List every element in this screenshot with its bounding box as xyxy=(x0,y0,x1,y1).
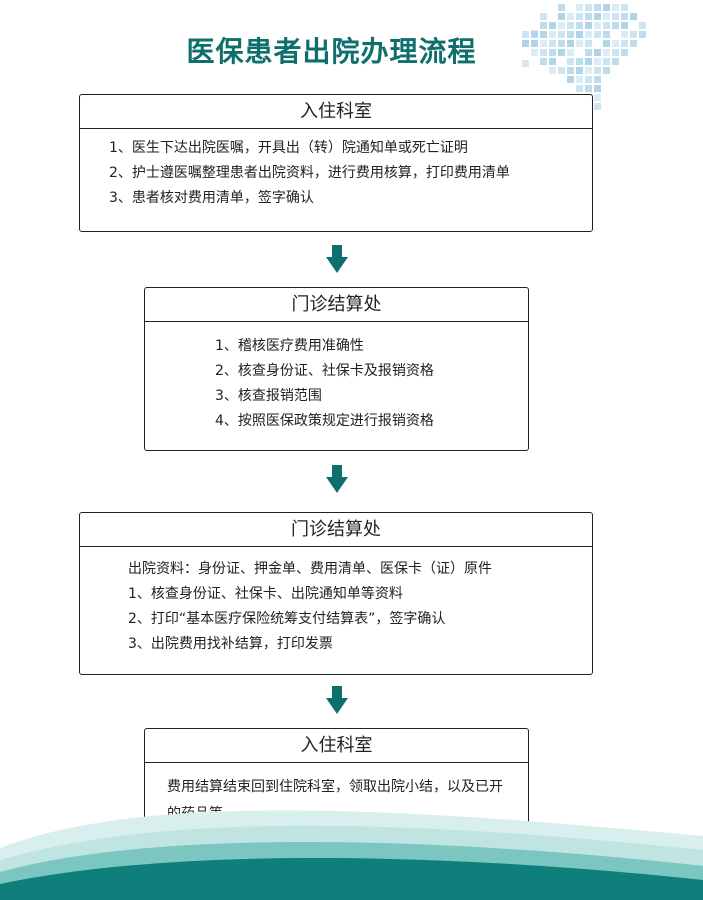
step-line: 1、医生下达出院医嘱，开具出（转）院通知单或死亡证明 xyxy=(109,140,468,156)
arrow-down-icon xyxy=(326,686,348,714)
step-line: 3、出院费用找补结算，打印发票 xyxy=(128,636,333,652)
step-line: 3、核查报销范围 xyxy=(215,388,322,404)
step-line: 3、患者核对费用清单，签字确认 xyxy=(109,190,314,206)
step-box-clinic-settlement-2: 门诊结算处 出院资料：身份证、押金单、费用清单、医保卡（证）原件 1、核查身份证… xyxy=(79,512,593,675)
step-box-ward-1: 入住科室 1、医生下达出院医嘱，开具出（转）院通知单或死亡证明 2、护士遵医嘱整… xyxy=(79,94,593,232)
step-box-ward-2: 入住科室 费用结算结束回到住院科室，领取出院小结，以及已开的药品等 xyxy=(144,728,529,840)
step-line: 费用结算结束回到住院科室，领取出院小结，以及已开的药品等 xyxy=(167,779,503,822)
step-line: 2、打印“基本医疗保险统筹支付结算表”，签字确认 xyxy=(128,611,446,627)
step-header: 门诊结算处 xyxy=(80,513,592,547)
step-body: 1、稽核医疗费用准确性 2、核查身份证、社保卡及报销资格 3、核查报销范围 4、… xyxy=(145,322,528,434)
step-body: 1、医生下达出院医嘱，开具出（转）院通知单或死亡证明 2、护士遵医嘱整理患者出院… xyxy=(80,129,592,211)
step-line: 出院资料：身份证、押金单、费用清单、医保卡（证）原件 xyxy=(128,561,492,577)
step-header: 入住科室 xyxy=(145,729,528,763)
step-header: 入住科室 xyxy=(80,95,592,129)
step-body: 费用结算结束回到住院科室，领取出院小结，以及已开的药品等 xyxy=(145,763,528,828)
step-box-clinic-settlement-1: 门诊结算处 1、稽核医疗费用准确性 2、核查身份证、社保卡及报销资格 3、核查报… xyxy=(144,287,529,451)
step-line: 2、核查身份证、社保卡及报销资格 xyxy=(215,363,434,379)
step-line: 1、核查身份证、社保卡、出院通知单等资料 xyxy=(128,586,403,602)
step-line: 4、按照医保政策规定进行报销资格 xyxy=(215,413,434,429)
arrow-down-icon xyxy=(326,245,348,273)
page-title: 医保患者出院办理流程 xyxy=(186,35,477,68)
step-line: 2、护士遵医嘱整理患者出院资料，进行费用核算，打印费用清单 xyxy=(109,165,510,181)
arrow-down-icon xyxy=(326,465,348,493)
step-header: 门诊结算处 xyxy=(145,288,528,322)
step-body: 出院资料：身份证、押金单、费用清单、医保卡（证）原件 1、核查身份证、社保卡、出… xyxy=(80,547,592,657)
step-line: 1、稽核医疗费用准确性 xyxy=(215,338,364,354)
